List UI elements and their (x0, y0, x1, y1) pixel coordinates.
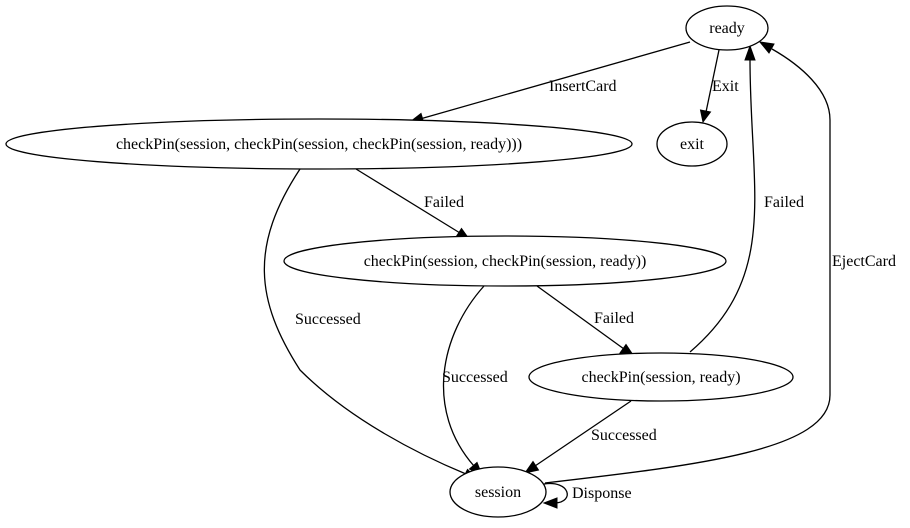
edge-label-failed-2: Failed (594, 310, 634, 327)
edge-label-dispose: Disponse (572, 485, 632, 502)
node-label-ready: ready (709, 20, 745, 37)
node-label-checkpin-1: checkPin(session, ready) (581, 369, 740, 386)
edge-label-successed-2: Successed (442, 369, 508, 386)
edge-failed-3: Failed (689, 44, 804, 353)
edge-label-exit: Exit (712, 78, 739, 95)
edge-successed-3: Successed (523, 400, 657, 474)
edge-exit: Exit (699, 49, 739, 124)
node-checkpin-1: checkPin(session, ready) (528, 352, 794, 402)
edge-failed-1: Failed (355, 168, 471, 240)
node-ready: ready (685, 5, 769, 51)
node-checkpin-3: checkPin(session, checkPin(session, chec… (5, 118, 633, 170)
edge-label-successed-3: Successed (591, 427, 657, 444)
edge-label-successed-1: Successed (295, 311, 361, 328)
node-label-session: session (475, 484, 521, 501)
edge-label-insertcard: InsertCard (549, 78, 617, 95)
edge-failed-2: Failed (536, 285, 635, 356)
node-session: session (449, 466, 547, 518)
edge-label-ejectcard: EjectCard (832, 253, 896, 270)
edge-successed-1: Successed (263, 168, 479, 480)
edge-ejectcard: EjectCard (544, 41, 896, 484)
node-checkpin-2: checkPin(session, checkPin(session, read… (283, 235, 727, 287)
node-label-checkpin-2: checkPin(session, checkPin(session, read… (364, 253, 647, 270)
edge-successed-2: Successed (442, 285, 508, 477)
node-label-exit: exit (680, 136, 705, 153)
edge-label-failed-3: Failed (764, 194, 804, 211)
node-label-checkpin-3: checkPin(session, checkPin(session, chec… (116, 136, 522, 153)
edge-label-failed-1: Failed (424, 194, 464, 211)
edge-insertcard: InsertCard (408, 41, 691, 125)
edge-dispose: Disponse (542, 482, 632, 509)
node-exit: exit (656, 121, 728, 167)
